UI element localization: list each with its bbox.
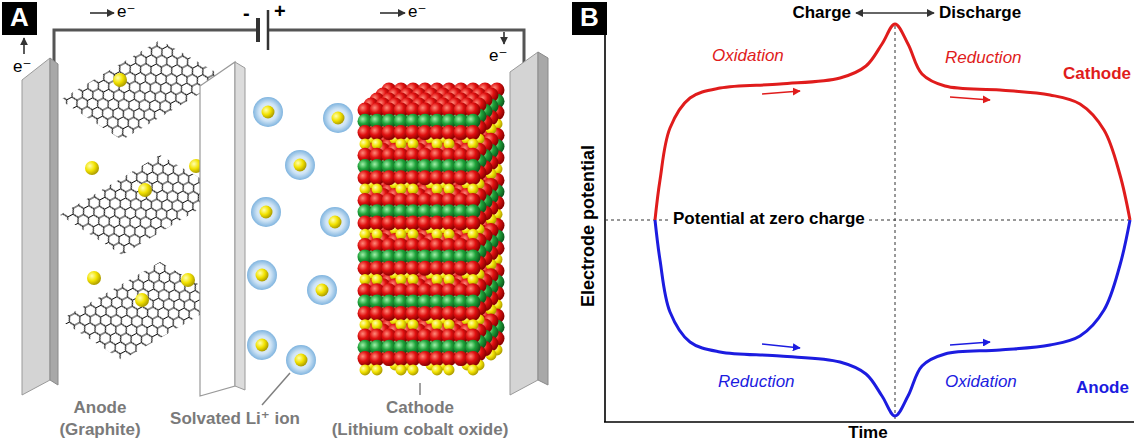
potential-curves xyxy=(655,24,1130,416)
part-label: Solvated Li⁺ ion xyxy=(170,409,300,429)
part-label: Anode xyxy=(74,398,127,418)
part-label: (Lithium cobalt oxide) xyxy=(332,420,509,440)
solvated-ion xyxy=(307,275,337,305)
external-circuit xyxy=(54,30,524,63)
electron-arrow xyxy=(24,13,504,54)
solvated-ion xyxy=(251,197,281,227)
panel-letter-text: A xyxy=(10,3,29,33)
electron-label: e⁻ xyxy=(408,2,426,22)
cathode-collector xyxy=(510,52,548,395)
solvated-ion xyxy=(286,345,316,375)
axis-label: Time xyxy=(848,423,887,443)
phase-divider xyxy=(895,26,896,422)
part-label: Cathode xyxy=(386,398,454,418)
panel-letter: A xyxy=(2,2,37,35)
cathode-curve xyxy=(655,24,1130,220)
separator xyxy=(200,62,245,396)
part-label: (Graphite) xyxy=(59,420,140,440)
phase-label: Discharge xyxy=(939,3,1021,23)
panel-letter-text: B xyxy=(580,3,599,33)
curve-label: Anode xyxy=(1076,378,1129,398)
electron-label: e⁻ xyxy=(489,46,507,66)
solvated-ion xyxy=(320,207,350,237)
solvated-ion xyxy=(247,330,277,360)
solvated-ion xyxy=(285,150,315,180)
axis-label: Electrode potential xyxy=(578,145,599,307)
terminal-sign: - xyxy=(243,2,250,25)
cathode-lattice xyxy=(358,83,505,376)
solvated-ion xyxy=(253,97,283,127)
terminal-sign: + xyxy=(274,0,286,23)
electron-label: e⁻ xyxy=(13,57,31,77)
anode-curve xyxy=(655,220,1130,416)
process-label: Oxidation xyxy=(945,372,1017,392)
anode-collector xyxy=(22,58,58,395)
solvated-ion xyxy=(247,260,277,290)
phase-label: Charge xyxy=(792,3,851,23)
process-label: Reduction xyxy=(718,372,795,392)
chart-axes xyxy=(604,28,1134,422)
reference-label: Potential at zero charge xyxy=(670,209,868,229)
leader-line xyxy=(419,383,421,395)
process-label: Reduction xyxy=(945,48,1022,68)
leader-line xyxy=(262,373,290,405)
phase-arrow xyxy=(856,12,934,14)
solvated-ion xyxy=(323,103,353,133)
battery-plate xyxy=(256,18,260,42)
solvated-ions xyxy=(247,97,353,375)
lithium-atom xyxy=(85,73,203,307)
battery-plate xyxy=(267,10,270,50)
electron-label: e⁻ xyxy=(117,2,135,22)
panel-letter: B xyxy=(572,2,607,35)
process-label: Oxidation xyxy=(712,46,784,66)
curve-label: Cathode xyxy=(1063,64,1131,84)
